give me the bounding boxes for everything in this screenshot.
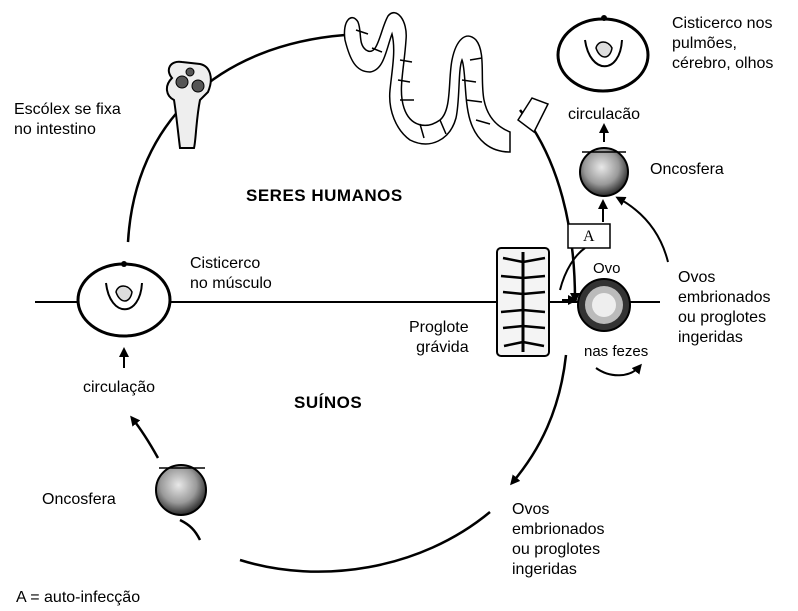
cysticercus-organs-icon (556, 15, 650, 93)
label-ovos-right: Ovos embrionados ou proglotes ingeridas (678, 269, 771, 346)
cycle-arc-bottom-left (179, 518, 202, 541)
gravid-proglottid-icon (496, 247, 550, 357)
arrow-auto-infection (559, 247, 586, 291)
label-ovo: Ovo (593, 260, 621, 277)
label-suinos: SUÍNOS (294, 393, 363, 412)
scolex-icon (166, 60, 212, 149)
label-proglote: Proglote grávida (409, 319, 469, 356)
auto-infection-box (567, 223, 611, 249)
label-seres-humanos: SERES HUMANOS (246, 186, 403, 205)
label-circulacao-top: circulacão (568, 106, 641, 123)
label-escolex: Escólex se fixa no intestino (14, 101, 121, 138)
label-nas-fezes: nas fezes (584, 343, 649, 360)
label-cisticerco-pulmoes: Cisticerco nos pulmões, cérebro, olhos (672, 15, 774, 72)
arrow-egg-feces (595, 363, 642, 377)
label-oncosfera-right: Oncosfera (650, 161, 724, 178)
egg-icon (577, 278, 631, 332)
tapeworm-icon (343, 11, 550, 153)
cycle-arc-top (126, 33, 346, 243)
oncosphere-right-icon (579, 147, 629, 197)
cycle-arc-bottom (239, 511, 491, 573)
cycle-arc-right-lower (510, 354, 568, 486)
label-a-box: A (583, 228, 595, 245)
legend-auto-infeccao: A = auto-infecção (16, 589, 141, 606)
label-ovos-bottom: Ovos embrionados ou proglotes ingeridas (512, 501, 605, 578)
arrow-ingested-eggs (615, 196, 669, 263)
cycle-arc-left-lower (130, 415, 160, 459)
cysticercus-muscle-icon (76, 261, 172, 338)
label-circulacao-left: circulação (83, 379, 156, 396)
label-cisticerco-musculo: Cisticerco no músculo (190, 255, 272, 292)
label-oncosfera-left: Oncosfera (42, 491, 116, 508)
oncosphere-left-icon (155, 464, 207, 516)
